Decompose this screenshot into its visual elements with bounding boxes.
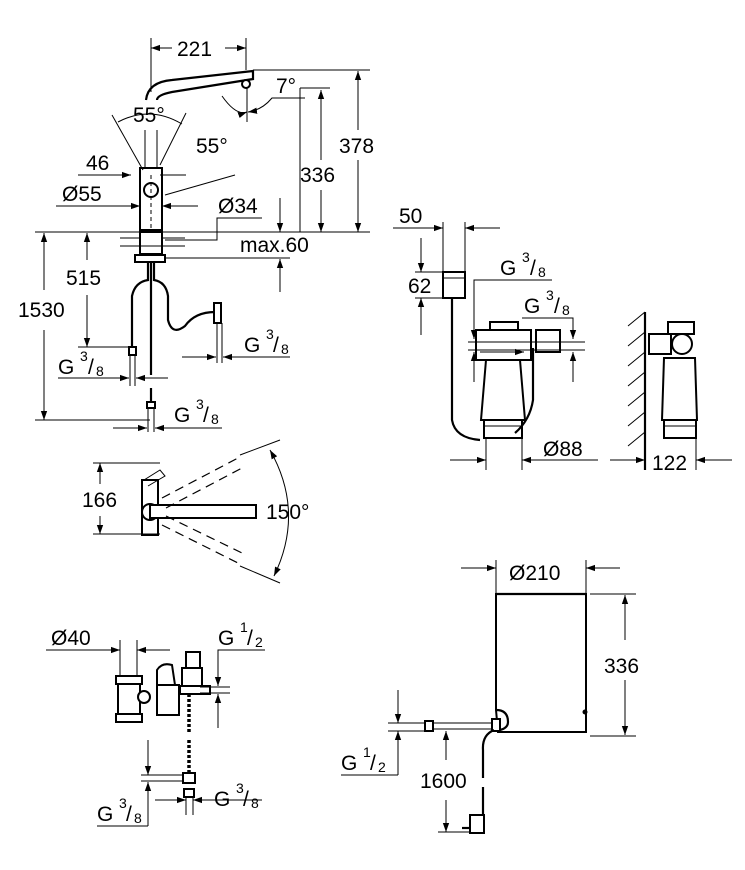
aerator <box>241 79 251 89</box>
svg-text:8: 8 <box>281 341 289 357</box>
svg-text:G: G <box>244 334 260 357</box>
svg-text:G: G <box>524 295 540 318</box>
dim-lever-angle-right: 55° <box>196 135 228 158</box>
dim-max-deck-thickness: max.60 <box>240 234 309 257</box>
svg-text:G: G <box>500 257 516 280</box>
valve-outlet-right-thread: G 3 / 8 <box>214 780 259 811</box>
svg-text:/: / <box>247 627 253 650</box>
dim-mount-hole: Ø34 <box>218 195 258 218</box>
svg-text:3: 3 <box>80 348 88 364</box>
valve-outlet-left-thread: G 3 / 8 <box>97 795 142 826</box>
dim-outlet-height: 336 <box>300 164 335 187</box>
svg-text:/: / <box>554 295 560 318</box>
hose-left <box>130 262 150 348</box>
dim-head-width: 50 <box>399 205 422 228</box>
svg-text:G: G <box>174 404 190 427</box>
svg-text:3: 3 <box>119 795 127 811</box>
dim-hose-total: 1530 <box>18 299 65 322</box>
svg-text:2: 2 <box>378 759 386 775</box>
filter-outlet-thread: G 3 / 8 <box>524 287 570 318</box>
valve-inlet-thread: G 1 / 2 <box>218 619 263 650</box>
svg-text:3: 3 <box>546 287 554 303</box>
dim-lever-offset: 46 <box>86 152 109 175</box>
svg-text:3: 3 <box>522 249 530 265</box>
svg-text:8: 8 <box>134 810 142 826</box>
svg-text:G: G <box>97 803 113 826</box>
svg-text:/: / <box>530 257 536 280</box>
svg-text:8: 8 <box>538 264 546 280</box>
filter-head <box>442 271 466 299</box>
boiler-connection-thread: G 1 / 2 <box>341 744 386 775</box>
dim-swivel-angle: 150° <box>266 501 309 524</box>
svg-text:/: / <box>273 334 279 357</box>
svg-text:/: / <box>126 803 132 826</box>
dim-total-height: 378 <box>339 135 374 158</box>
boiler-tank <box>495 593 587 733</box>
thread-label-bottom: G 3 / 8 <box>174 396 219 427</box>
svg-text:3: 3 <box>266 326 274 342</box>
dim-top-depth: 166 <box>82 489 117 512</box>
dim-spout-tilt: 7° <box>276 75 296 98</box>
dim-pipe-diameter: Ø40 <box>51 627 91 650</box>
dim-head-height: 62 <box>408 275 431 298</box>
dim-boiler-diameter: Ø210 <box>509 562 560 585</box>
spout <box>144 69 255 101</box>
dim-wall-distance: 122 <box>652 452 687 475</box>
svg-text:3: 3 <box>236 780 244 796</box>
svg-text:G: G <box>341 752 357 775</box>
dim-filter-diameter: Ø88 <box>543 438 583 461</box>
hose-right <box>152 262 216 331</box>
svg-text:8: 8 <box>251 795 259 811</box>
filter-unit: 50 62 G 3 / 8 G 3 / 8 Ø88 <box>393 205 732 475</box>
valve-assembly: Ø40 G 1 / 2 G 3 / 8 G 3 / 8 <box>46 619 265 827</box>
dim-body-diameter: Ø55 <box>62 183 102 206</box>
dim-boiler-height: 336 <box>604 655 639 678</box>
svg-text:/: / <box>243 788 249 811</box>
svg-text:G: G <box>214 788 230 811</box>
svg-text:G: G <box>58 356 74 379</box>
boiler: Ø210 336 G 1 / 2 1600 <box>341 560 639 834</box>
filter-cartridge <box>479 359 527 421</box>
spout-top <box>149 504 257 519</box>
svg-text:1: 1 <box>363 744 371 760</box>
svg-text:/: / <box>88 356 94 379</box>
faucet-top-view: 150° 166 <box>82 439 309 584</box>
thread-label-left: G 3 / 8 <box>58 348 104 379</box>
svg-text:2: 2 <box>255 634 263 650</box>
faucet-side-view: 221 7° 55° 55° 46 Ø55 Ø34 336 378 <box>18 38 374 432</box>
svg-text:3: 3 <box>196 396 204 412</box>
svg-text:8: 8 <box>96 363 104 379</box>
svg-text:/: / <box>203 404 209 427</box>
dim-hose-to-fitting: 515 <box>66 267 101 290</box>
dim-spout-reach: 221 <box>177 38 212 61</box>
svg-text:G: G <box>218 627 234 650</box>
filter-inlet-thread: G 3 / 8 <box>500 249 546 280</box>
svg-text:8: 8 <box>211 411 219 427</box>
dim-lever-angle-left: 55° <box>133 104 165 127</box>
svg-text:1: 1 <box>240 619 248 635</box>
wall-hatch <box>627 311 647 470</box>
svg-text:8: 8 <box>562 302 570 318</box>
thread-label-right: G 3 / 8 <box>244 326 289 357</box>
svg-text:/: / <box>370 752 376 775</box>
dim-cable-length: 1600 <box>420 770 467 793</box>
